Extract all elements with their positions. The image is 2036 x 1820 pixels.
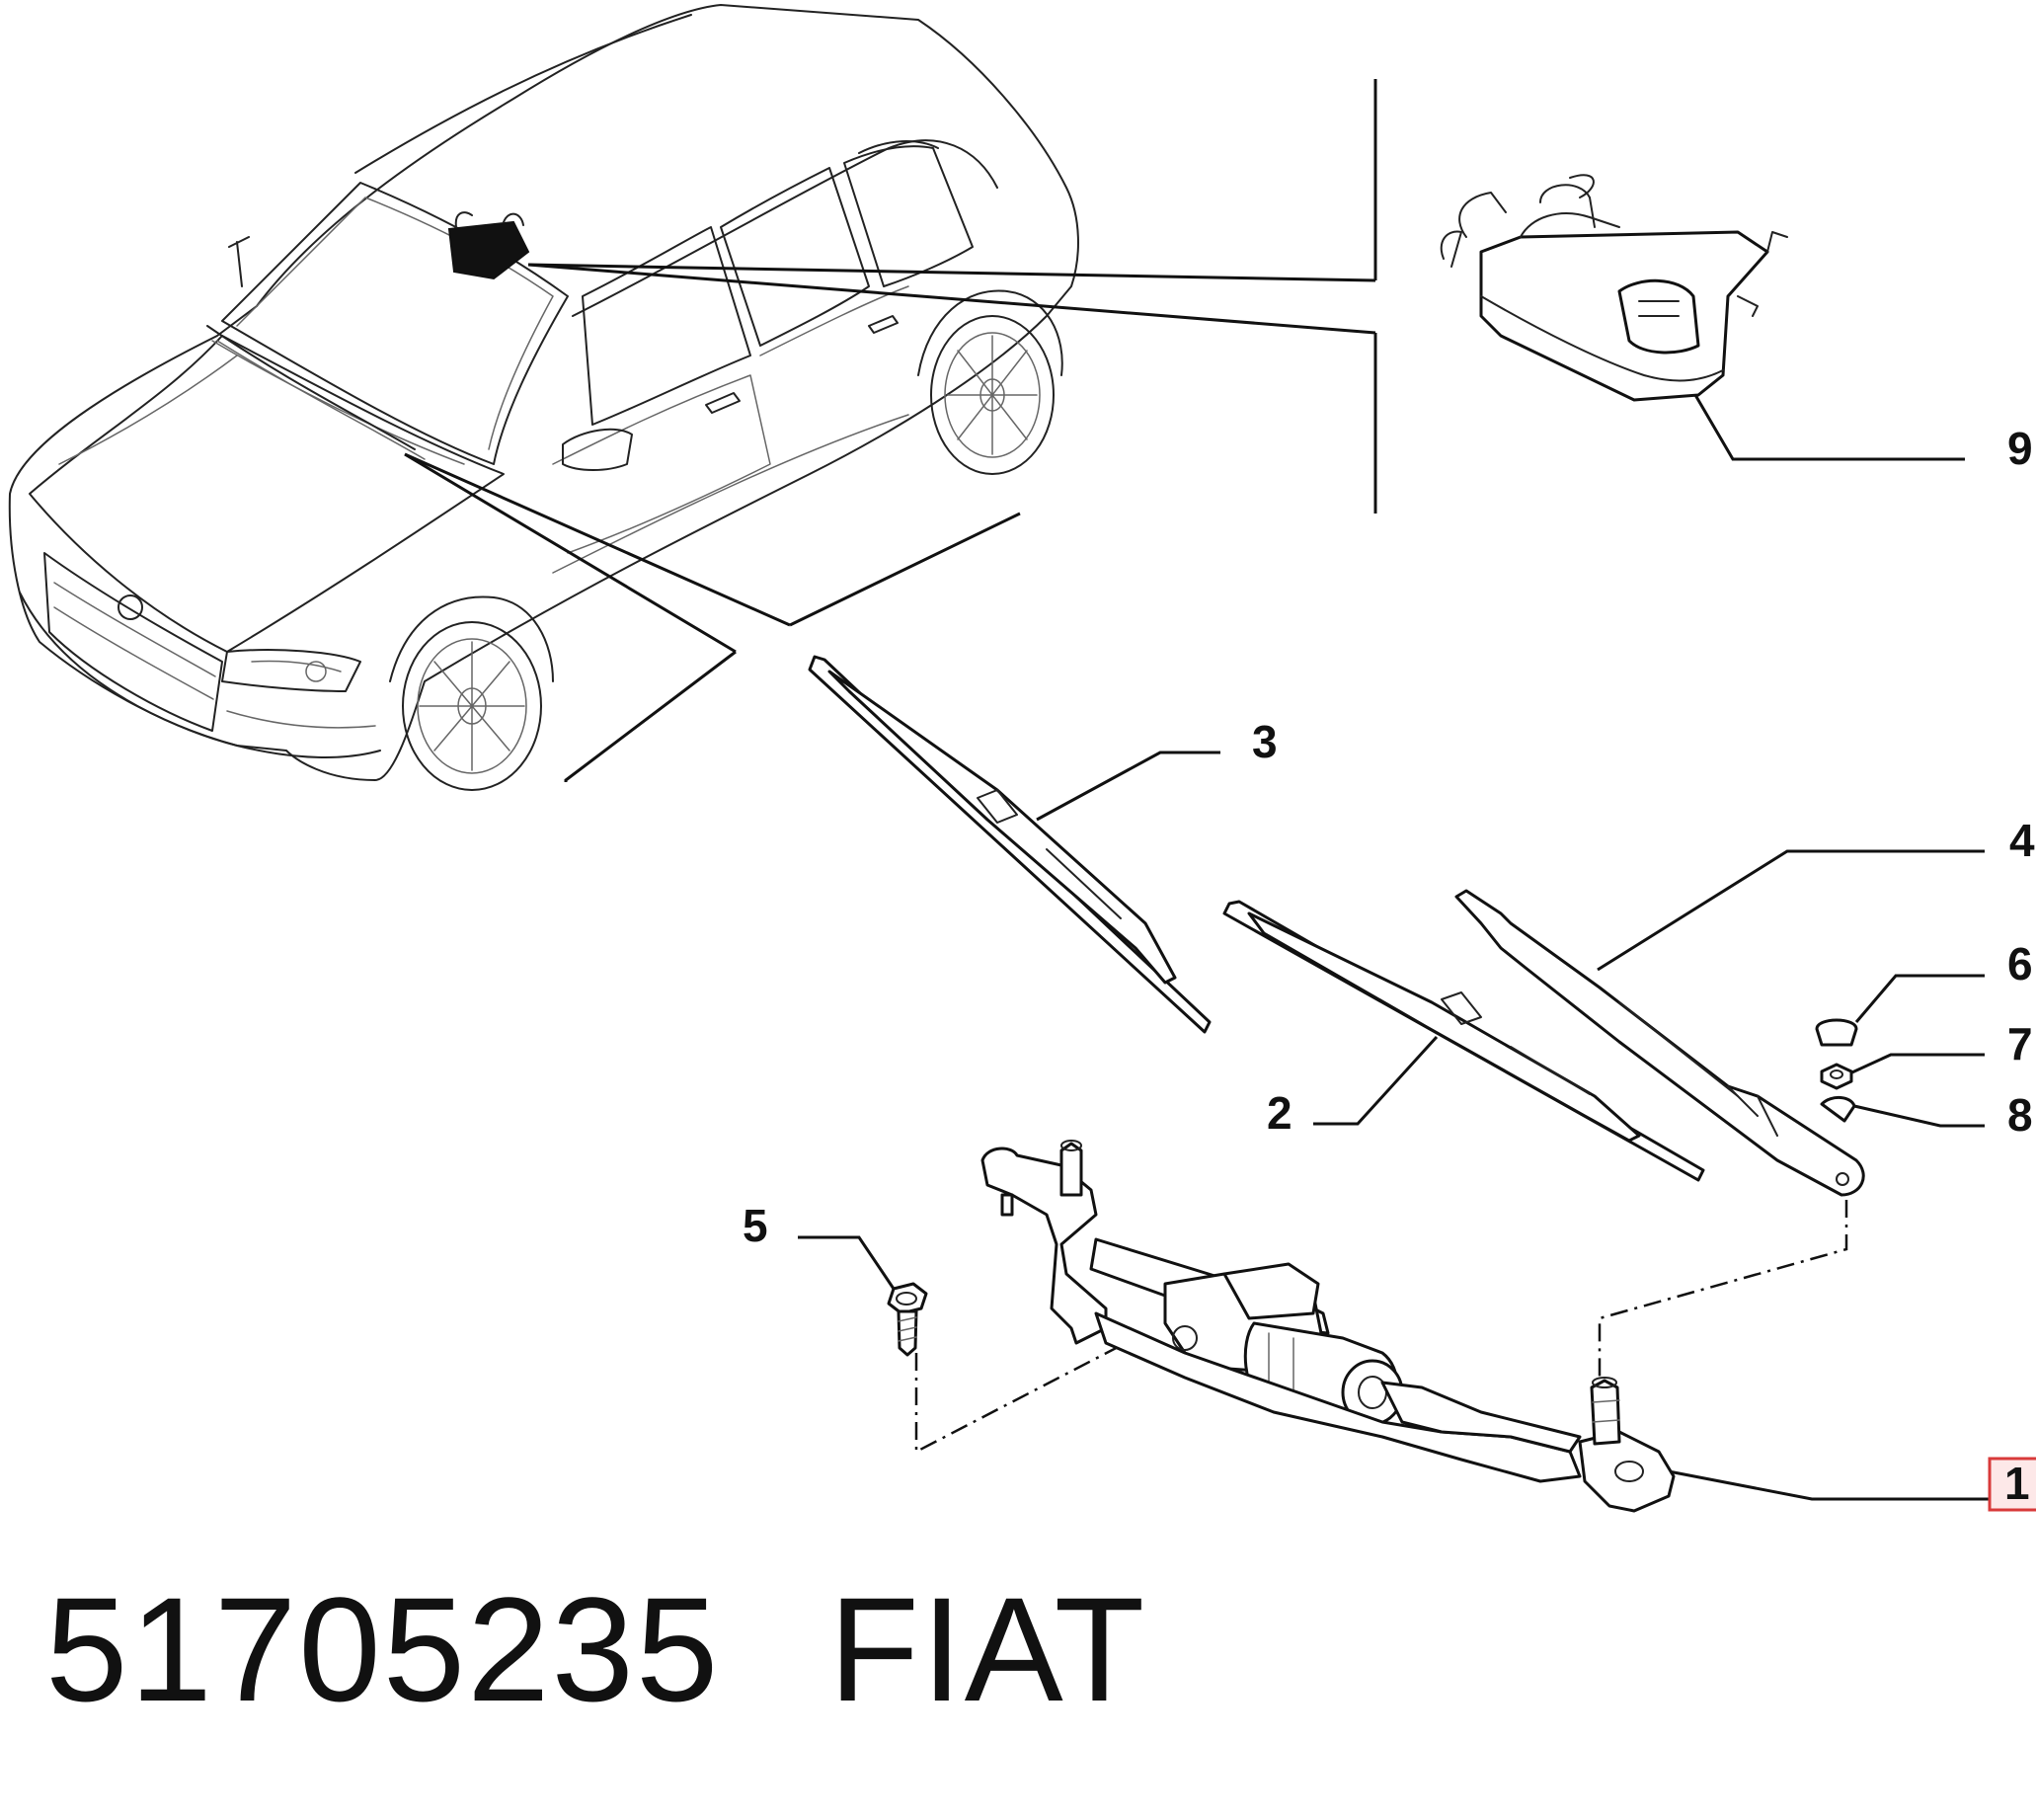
brand-name: FIAT [828,1566,1147,1732]
car-illustration [8,4,1079,791]
leader-lines [404,79,1990,1501]
callout-8: 8 [2007,1089,2033,1141]
wiper-blade-long [808,655,1212,1034]
callout-1: 1 [2004,1458,2030,1509]
rain-sensor-part [1440,174,1788,402]
wiper-arm [1454,889,1865,1197]
callout-9: 9 [2007,423,2033,474]
callout-2: 2 [1267,1087,1292,1139]
callout-7: 7 [2007,1018,2033,1069]
callout-5: 5 [743,1200,768,1251]
cap-nut-washer [1815,1018,1858,1123]
rain-sensor-location-marker [447,211,530,280]
wiper-blade-short [1222,900,1705,1182]
callout-3: 3 [1252,716,1278,767]
nut-part [1820,1063,1853,1090]
callout-4: 4 [2009,815,2035,866]
bolt-part [887,1282,928,1357]
callout-6: 6 [2007,938,2033,989]
callout-1-highlight [1988,1457,2036,1512]
cap-part [1815,1018,1858,1047]
wiper-linkage-motor [980,1140,1676,1513]
washer-part [1820,1096,1856,1123]
callout-labels: 1 2 3 4 5 6 7 8 9 [743,423,2036,1512]
part-number: 51705235 [45,1566,721,1732]
